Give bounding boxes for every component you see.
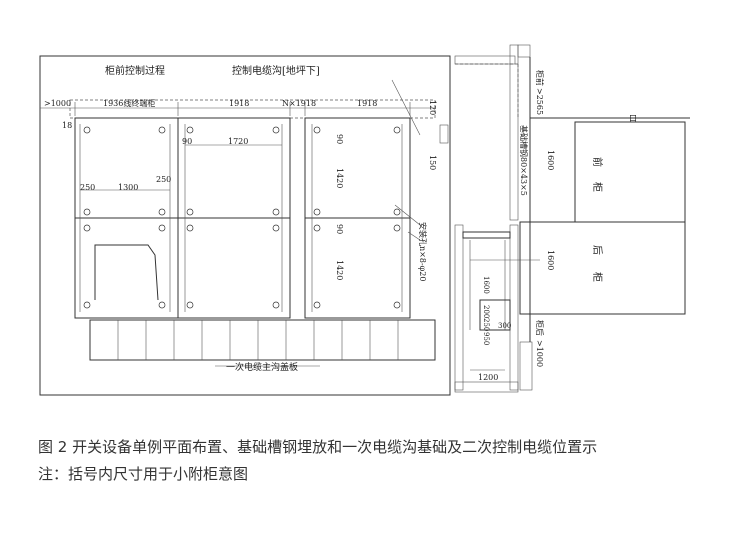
dim-1200: 1200 [478,373,498,382]
label-front-cab-2: 柜 [591,182,604,192]
label-front-control: 柜前控制过程 [105,64,165,77]
dim-1720: 1720 [228,137,248,146]
label-trench-cover: 一次电缆主沟盖板 [226,361,298,373]
dim-1600-a: 1600 [546,150,555,170]
dim-90-b: 90 [335,134,344,144]
dim-1918-b: 1918 [357,99,377,108]
floor-plan-drawing: 柜前控制过程 控制电缆沟[地坪下] >1000 1936线终端柜 1918 N×… [39,44,690,396]
dim-250: 250 [482,318,490,331]
label-rear-cab-2: 柜 [591,272,604,282]
dim-250-a: 250 [80,183,95,192]
dim-1420-b: 1420 [335,260,344,280]
dim-950: 950 [482,332,490,345]
dim-1300: 1300 [118,183,138,192]
dim-1918-a: 1918 [229,99,249,108]
label-base-channel: 基础槽钢80×43×5 [519,125,529,196]
cable-opening [94,244,159,301]
label-cab-rear: 柜后 [535,320,545,336]
dim-150: 150 [428,155,437,170]
label-mount-holes: 安装孔n×8-φ20 [418,222,428,281]
label-front-cab-1: 前 [591,157,604,167]
label-control-trench: 控制电缆沟[地坪下] [232,64,320,77]
dim-300: 300 [498,322,511,330]
dim-250-b: 250 [156,175,171,184]
dim-18: 18 [62,121,72,130]
label-corner-mark: 口 [629,114,637,123]
trench-cover-plates [89,319,436,361]
mount-holes [83,126,401,309]
label-cab-front: 柜前 [535,70,545,86]
figure-note: 注：括号内尺寸用于小附柜意图 [38,465,249,483]
dim-1000-b: >1000 [535,340,544,367]
dim-1000: >1000 [44,99,71,108]
label-rear-cab-1: 后 [591,245,603,255]
figure-caption: 图 2 开关设备单例平面布置、基础槽钢埋放和一次电缆沟基础及二次控制电缆位置示 [38,438,598,456]
dim-90-a: 90 [182,137,192,146]
room-outline [39,55,451,396]
dim-90-c: 90 [335,224,344,234]
dim-1936: 1936线终端柜 [103,98,155,108]
dim-2565: >2565 [535,88,544,115]
dim-1420-a: 1420 [335,168,344,188]
dim-1600-c: 1600 [482,276,490,294]
dim-200: 200 [482,305,490,318]
dim-n1918: N×1918 [282,99,316,108]
dim-120: 120 [428,100,437,115]
section-elevation [439,44,690,393]
dim-1600-b: 1600 [546,250,555,270]
